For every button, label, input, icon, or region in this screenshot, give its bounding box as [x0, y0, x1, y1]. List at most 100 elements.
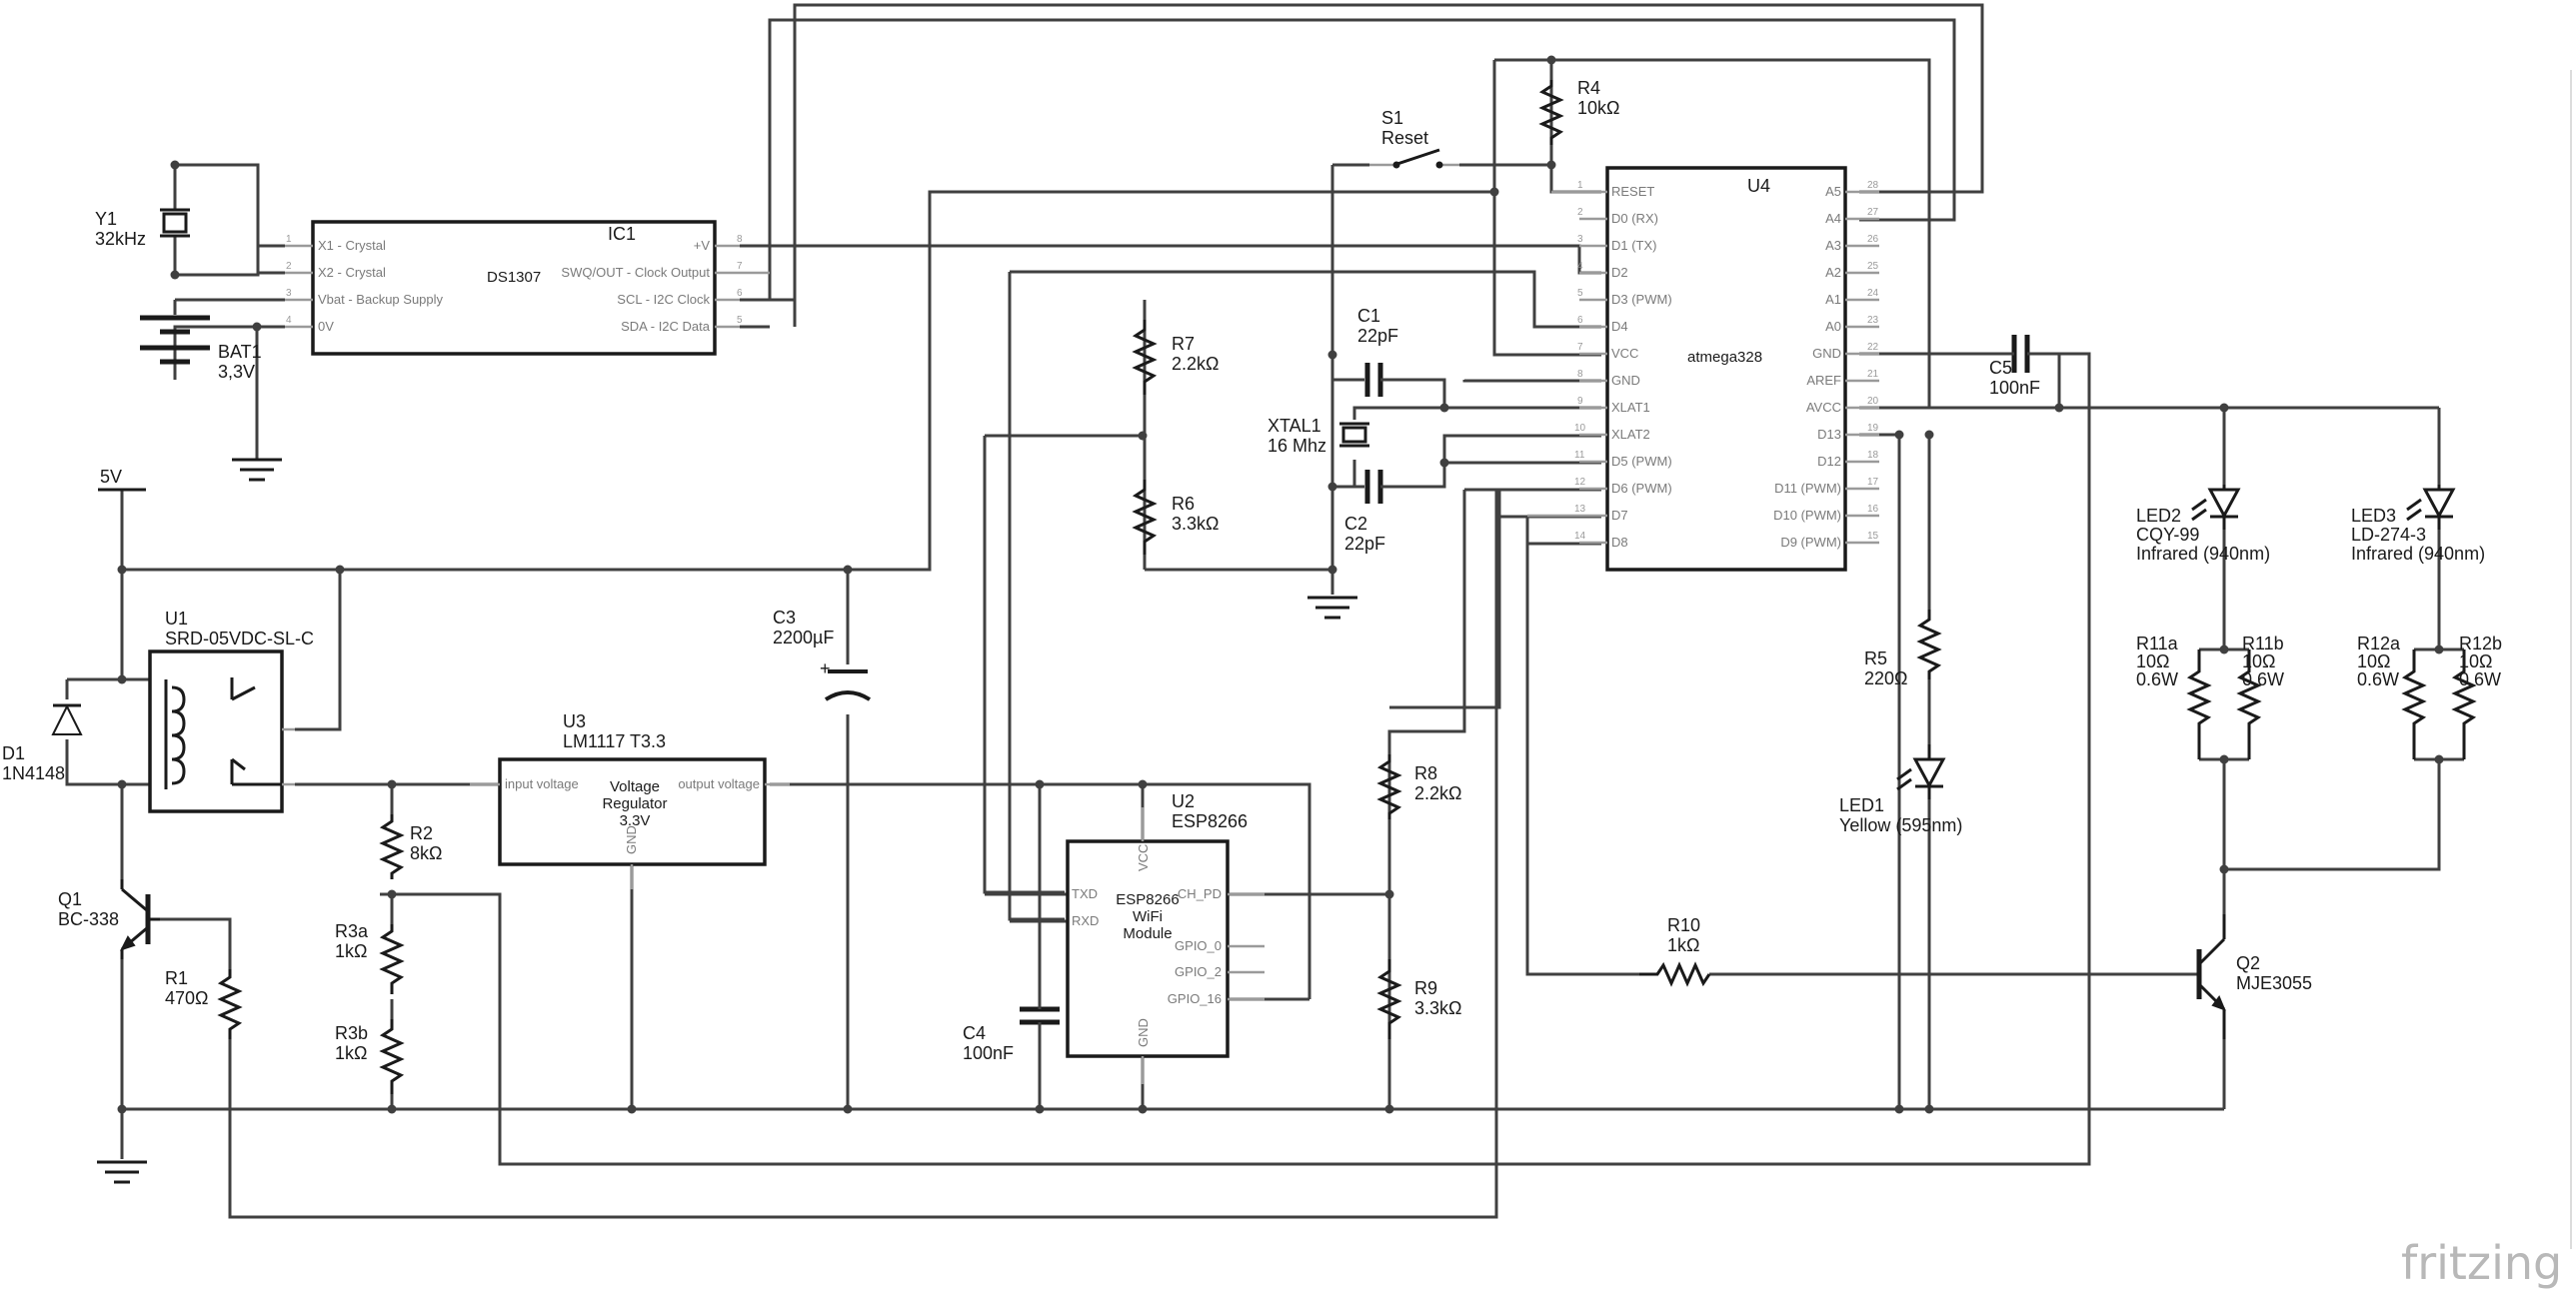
u2-pin-label: GPIO_16 [1168, 991, 1222, 1006]
y1-crystal-symbol: Y1 32kHz [95, 208, 190, 249]
u3-body-line: Voltage [610, 778, 660, 795]
r11a-resistor-symbol: R11a 10Ω 0.6W [2136, 634, 2212, 759]
r3b-resistor-symbol: R3b 1kΩ [335, 1019, 405, 1094]
xtal1-crystal-symbol: XTAL1 16 Mhz [1268, 416, 1369, 456]
u2-esp8266: U2 ESP8266 ESP8266 WiFi Module VCC GND T… [1066, 791, 1265, 1084]
r4-resistor-symbol: R4 10kΩ [1538, 78, 1619, 145]
u4-pin-label: XLAT1 [1611, 400, 1650, 415]
u4-ref: U4 [1747, 176, 1770, 196]
ic1-pin-label: SCL - I2C Clock [617, 292, 710, 307]
u4-pin-label: GND [1812, 346, 1841, 361]
r5-resistor-symbol: R5 220Ω [1864, 610, 1942, 688]
led1-symbol: LED1 Yellow (595nm) [1839, 744, 1962, 835]
u3-body-line: Regulator [602, 795, 667, 812]
c5-capacitor-symbol: C5 100nF [1989, 335, 2061, 408]
r10-ref: R10 [1667, 915, 1700, 935]
r5-ref: R5 [1864, 648, 1887, 668]
r11b-resistor-symbol: R11b 10Ω 0.6W [2236, 634, 2284, 759]
s1-reset-switch-symbol: S1 Reset [1369, 108, 1459, 169]
r2-value: 8kΩ [410, 843, 442, 863]
s1-value: Reset [1381, 128, 1428, 148]
r11b-value: 10Ω [2242, 651, 2275, 671]
u4-pin-number: 25 [1867, 261, 1879, 272]
r11a-ref: R11a [2136, 634, 2179, 653]
y1-value: 32kHz [95, 229, 146, 249]
c1-capacitor-symbol: C1 22pF [1357, 306, 1404, 397]
c1-value: 22pF [1357, 326, 1398, 346]
r12b-value: 10Ω [2459, 651, 2492, 671]
led1-value: Yellow (595nm) [1839, 815, 1962, 835]
led2-symbol: LED2 CQY-99 Infrared (940nm) [2136, 485, 2270, 564]
u4-pin-label: A2 [1825, 265, 1841, 280]
u4-pin-label: A0 [1825, 319, 1841, 334]
u4-pin-number: 28 [1867, 180, 1879, 191]
r11a-power: 0.6W [2136, 669, 2178, 689]
r1-resistor-symbol: R1 470Ω [165, 968, 243, 1039]
c2-value: 22pF [1344, 534, 1385, 554]
u2-pin-label: GPIO_0 [1175, 938, 1222, 953]
u4-pin-label: D0 (RX) [1611, 211, 1658, 226]
u4-pin-label: D6 (PWM) [1611, 481, 1672, 496]
r8-ref: R8 [1414, 763, 1437, 783]
u4-pin-number: 1 [1577, 180, 1583, 191]
led2-ref: LED2 [2136, 506, 2181, 526]
u2-pin-label: CH_PD [1178, 886, 1222, 901]
u2-pin-vcc-label: VCC [1136, 844, 1151, 871]
q1-ref: Q1 [58, 889, 82, 909]
u4-pin-label: D11 (PWM) [1774, 481, 1841, 496]
c1-ref: C1 [1357, 306, 1380, 326]
ic1-pin-number: 5 [737, 315, 743, 326]
u4-pin-label: A4 [1825, 211, 1841, 226]
c5-ref: C5 [1989, 358, 2012, 378]
r12a-resistor-symbol: R12a 10Ω 0.6W [2357, 634, 2427, 759]
r12a-value: 10Ω [2357, 651, 2390, 671]
d1-diode-symbol: D1 1N4148 [2, 703, 83, 783]
ic1-pin-number: 3 [286, 288, 292, 299]
u4-pin-label: D12 [1817, 454, 1841, 469]
u4-pin-label: A1 [1825, 292, 1841, 307]
u4-pin-label: D9 (PWM) [1780, 535, 1841, 550]
r11a-value: 10Ω [2136, 651, 2169, 671]
u4-pin-label: D7 [1611, 508, 1628, 523]
u4-pin-number: 9 [1577, 396, 1583, 407]
r11b-ref: R11b [2242, 634, 2284, 653]
u3-value: LM1117 T3.3 [563, 731, 666, 751]
r7-ref: R7 [1172, 334, 1195, 354]
ic1-pin-number: 6 [737, 288, 743, 299]
u4-pin-label: A3 [1825, 238, 1841, 253]
ic1-pin-label: X2 - Crystal [318, 265, 386, 280]
u3-pin-gnd-label: GND [624, 825, 639, 854]
ic1-pin-number: 7 [737, 261, 743, 272]
u2-pin-label: GPIO_2 [1175, 964, 1222, 979]
r1-value: 470Ω [165, 988, 209, 1008]
r3a-ref: R3a [335, 921, 369, 941]
u4-pin-number: 20 [1867, 396, 1879, 407]
led1-ref: LED1 [1839, 795, 1884, 815]
u4-pin-number: 12 [1574, 477, 1586, 488]
xtal1-value: 16 Mhz [1268, 436, 1326, 456]
u4-pin-number: 5 [1577, 288, 1583, 299]
ic1-pin-label: +V [694, 238, 711, 253]
c4-value: 100nF [963, 1043, 1014, 1063]
r4-ref: R4 [1577, 78, 1600, 98]
5v-supply-symbol: 5V [98, 467, 146, 492]
junctions [117, 55, 2444, 1114]
u4-pin-label: D4 [1611, 319, 1628, 334]
5v-label: 5V [100, 467, 122, 487]
u2-pin-gnd-label: GND [1136, 1018, 1151, 1047]
u4-pin-label: D3 (PWM) [1611, 292, 1672, 307]
c2-capacitor-symbol: C2 22pF [1344, 470, 1404, 554]
r3b-ref: R3b [335, 1023, 368, 1043]
u1-ref: U1 [165, 609, 188, 629]
wires [65, 3, 2464, 1219]
ic1-ref: IC1 [608, 224, 636, 244]
u3-regulator: U3 LM1117 T3.3 Voltage Regulator 3.3V in… [470, 711, 790, 889]
u2-body-line: Module [1123, 925, 1172, 942]
u4-pin-number: 8 [1577, 369, 1583, 380]
ground-symbol [1307, 596, 1357, 620]
c4-capacitor-symbol: C4 100nF [963, 994, 1060, 1063]
ic1-pin-label: Vbat - Backup Supply [318, 292, 444, 307]
u4-pin-label: AVCC [1806, 400, 1841, 415]
r7-value: 2.2kΩ [1172, 354, 1219, 374]
